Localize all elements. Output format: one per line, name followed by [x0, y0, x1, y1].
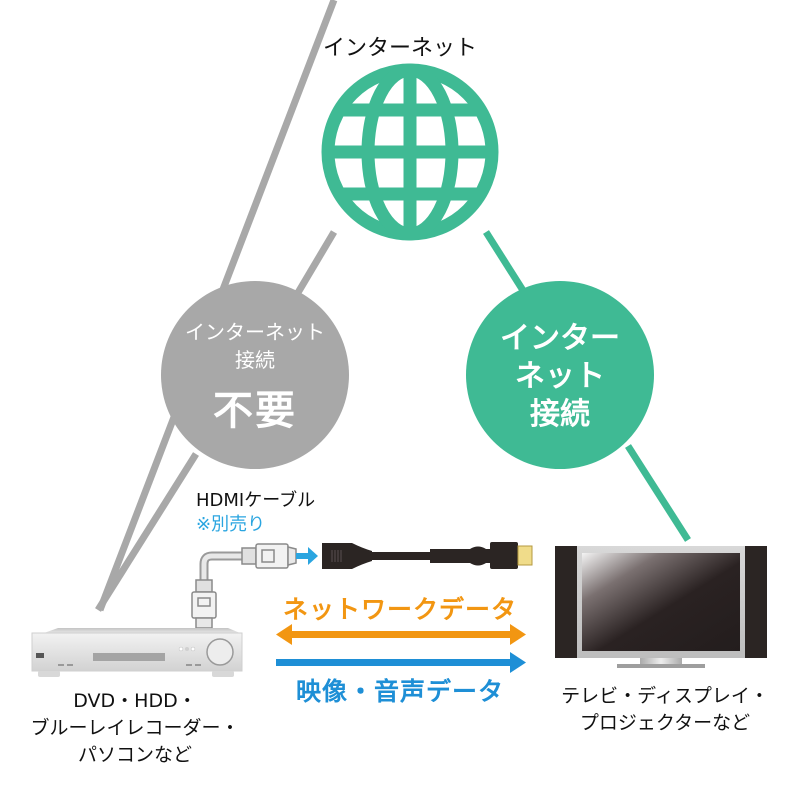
- network-data-arrow: [276, 624, 526, 645]
- display-device-line1: テレビ・ディスプレイ・: [561, 685, 769, 707]
- av-data-arrow: [276, 652, 526, 673]
- tv-icon: [555, 546, 767, 668]
- player-icon: [31, 628, 243, 677]
- green-bubble-line3: 接続: [530, 397, 590, 432]
- green-bubble-text: インター ネット 接続: [470, 320, 650, 434]
- hdmi-adapter-icon: [191, 543, 297, 629]
- hdmi-cable-label: HDMIケーブル: [196, 490, 316, 511]
- source-device-line2: ブルーレイレコーダー・: [30, 717, 240, 739]
- av-data-label: 映像・音声データ: [295, 677, 504, 706]
- green-bubble: [466, 281, 654, 469]
- display-device-line2: プロジェクターなど: [579, 712, 751, 734]
- globe-icon: [321, 63, 499, 241]
- green-connector-bottom: [625, 444, 691, 542]
- network-data-label: ネットワークデータ: [282, 595, 517, 624]
- green-connector-top: [483, 230, 527, 294]
- display-device-label: テレビ・ディスプレイ・ プロジェクターなど: [530, 683, 800, 737]
- green-bubble-line1: インター: [500, 321, 620, 356]
- green-bubble-line2: ネット: [515, 359, 605, 394]
- grey-bubble-emphasis: 不要: [213, 388, 297, 434]
- grey-bubble-line2: 接続: [235, 348, 275, 372]
- source-device-line1: DVD・HDD・: [73, 690, 197, 712]
- grey-bubble: [161, 281, 349, 469]
- hdmi-cable-icon: [322, 542, 533, 569]
- source-device-label: DVD・HDD・ ブルーレイレコーダー・ パソコンなど: [0, 688, 270, 769]
- grey-connector-bottom: [95, 452, 199, 612]
- hdmi-cable-note: ※別売り: [196, 514, 266, 535]
- grey-connector-top: [292, 230, 338, 298]
- insert-arrow-icon: [296, 547, 318, 565]
- internet-title: インターネット: [322, 36, 477, 61]
- grey-bubble-line1: インターネット: [185, 320, 325, 344]
- source-device-line3: パソコンなど: [77, 744, 192, 766]
- grey-bubble-text: インターネット 接続: [165, 318, 345, 374]
